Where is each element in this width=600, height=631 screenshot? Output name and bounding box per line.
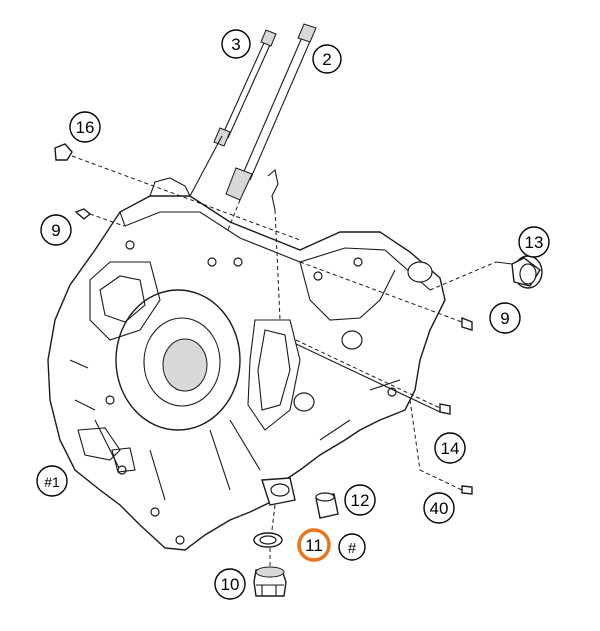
- callout-12[interactable]: 12: [344, 484, 376, 516]
- callout-9-top[interactable]: 9: [40, 214, 72, 246]
- callout-3[interactable]: 3: [221, 29, 251, 59]
- svg-text:9: 9: [500, 309, 509, 328]
- svg-text:13: 13: [525, 233, 544, 252]
- callout-10[interactable]: 10: [214, 568, 246, 600]
- svg-text:14: 14: [441, 439, 460, 458]
- callout-2[interactable]: 2: [312, 44, 342, 74]
- sensor-bracket: [267, 168, 281, 321]
- drain-parts: [253, 492, 339, 597]
- svg-text:40: 40: [430, 499, 449, 518]
- svg-text:10: 10: [221, 575, 240, 594]
- callout-14[interactable]: 14: [434, 432, 466, 464]
- callout-13[interactable]: 13: [518, 226, 550, 258]
- svg-text:#: #: [348, 540, 357, 557]
- callout-9-right[interactable]: 9: [489, 302, 521, 334]
- long-studs: [189, 23, 317, 231]
- callout-hash[interactable]: #: [338, 533, 366, 561]
- svg-text:#1: #1: [44, 474, 60, 490]
- callout-16[interactable]: 16: [69, 111, 101, 143]
- crankcase-half: [47, 177, 446, 551]
- svg-text:11: 11: [305, 536, 323, 555]
- callout-40[interactable]: 40: [423, 492, 455, 524]
- svg-text:16: 16: [76, 118, 95, 137]
- svg-text:12: 12: [351, 491, 370, 510]
- callout-1[interactable]: #1: [36, 465, 68, 497]
- svg-text:3: 3: [231, 35, 240, 54]
- svg-text:2: 2: [322, 50, 331, 69]
- svg-text:9: 9: [51, 221, 60, 240]
- bolts: [54, 143, 543, 495]
- callout-11[interactable]: 11: [297, 528, 331, 562]
